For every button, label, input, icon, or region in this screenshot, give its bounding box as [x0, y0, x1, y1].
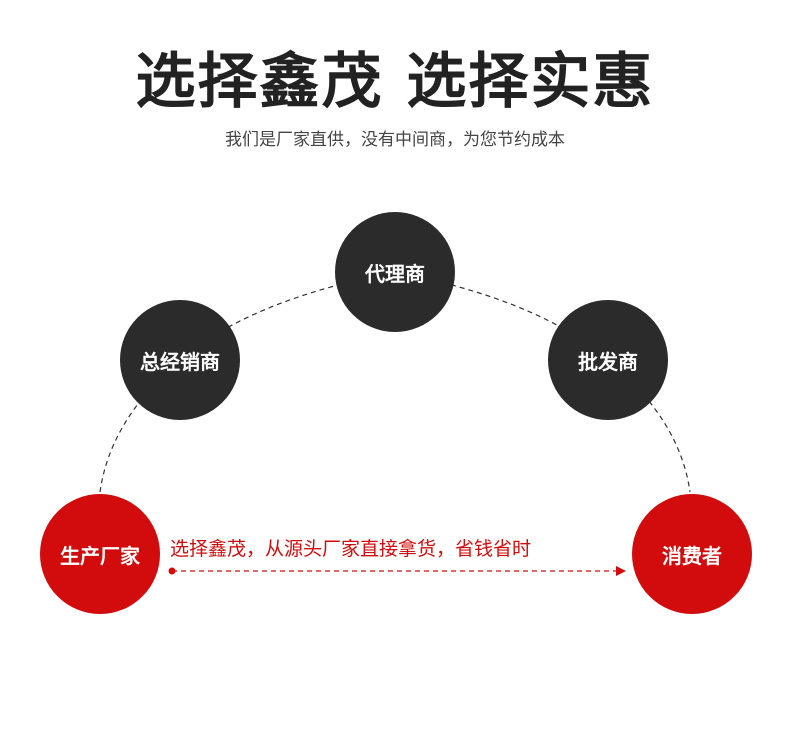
- headline: 选择鑫茂 选择实惠: [135, 47, 655, 117]
- subline: 我们是厂家直供，没有中间商，为您节约成本: [225, 130, 565, 150]
- flow-arrow-head: [616, 566, 626, 576]
- node-agent: 代理商: [335, 212, 455, 332]
- node-manufacturer: 生产厂家: [40, 494, 160, 614]
- node-wholesaler: 批发商: [548, 300, 668, 420]
- flow-arrow-start-dot: [168, 567, 176, 575]
- node-consumer: 消费者: [632, 494, 752, 614]
- flow-text: 选择鑫茂，从源头厂家直接拿货，省钱省时: [170, 538, 532, 560]
- node-distributor: 总经销商: [120, 300, 240, 420]
